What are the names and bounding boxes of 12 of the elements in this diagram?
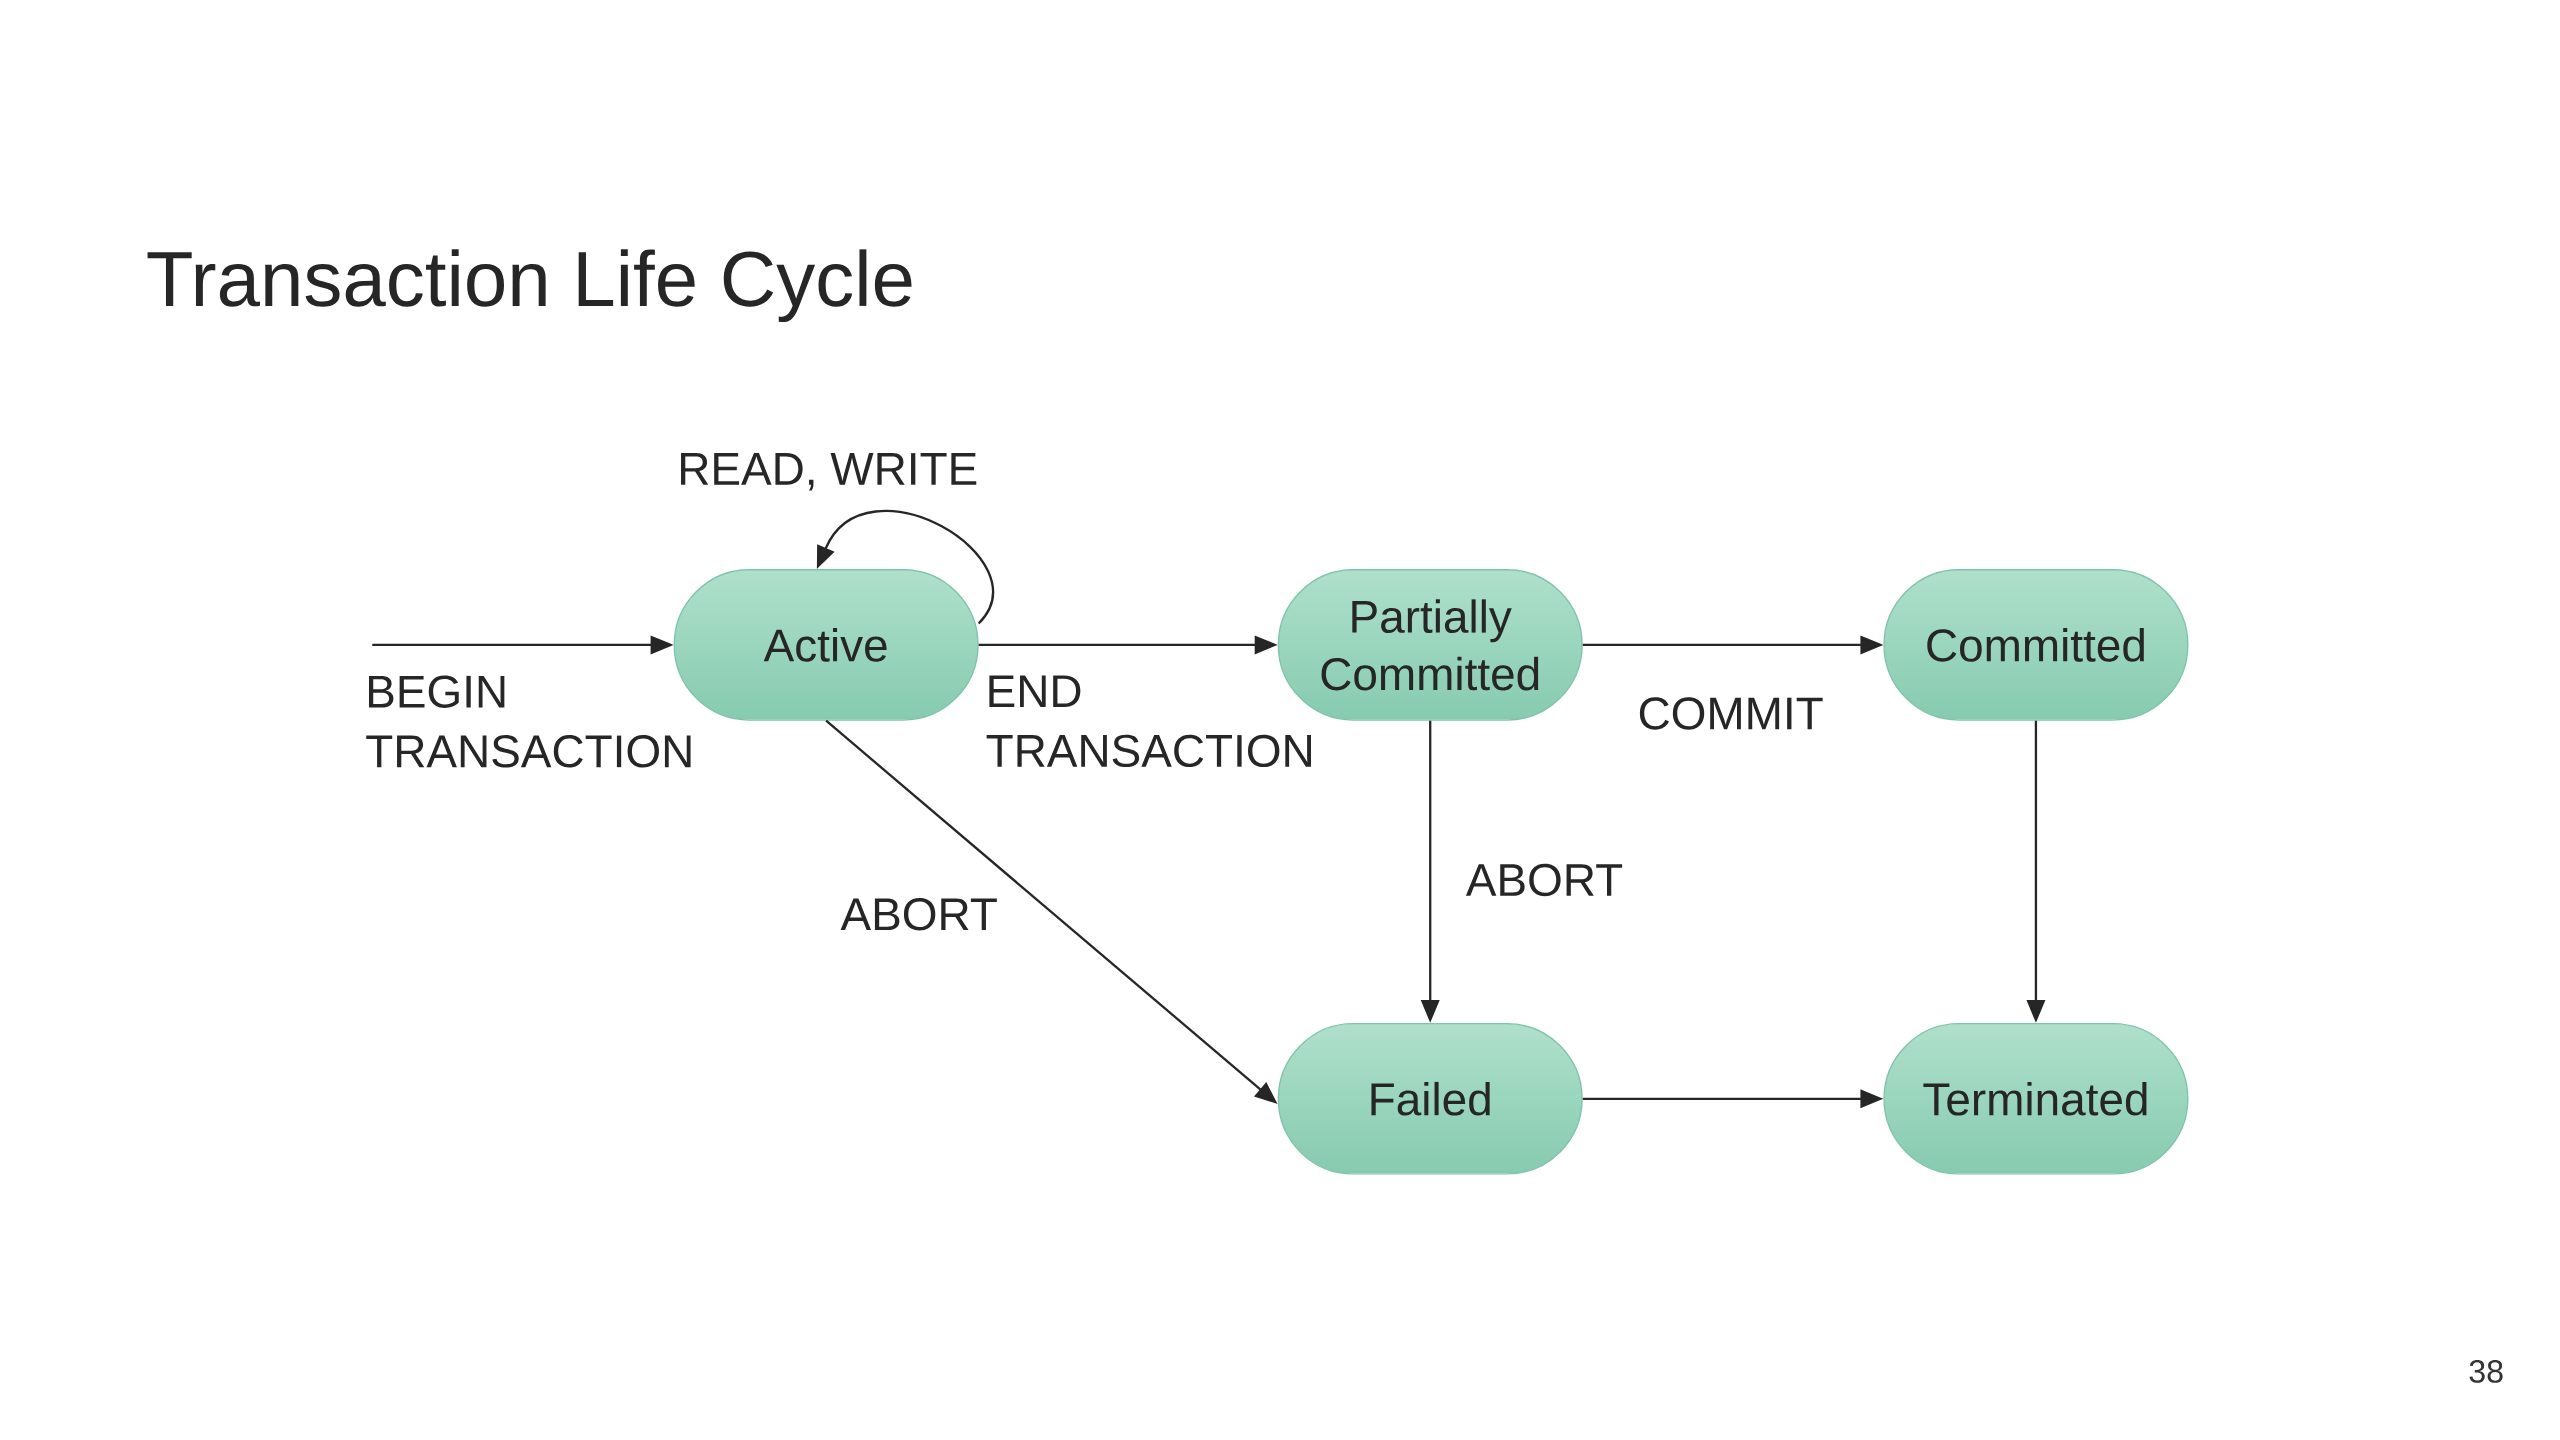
state-box: Failed [1277,1022,1583,1175]
edge-label: READ, WRITE [674,450,981,493]
edge-label: COMMIT [1635,694,1826,732]
state-box: Committed [1883,569,2189,721]
edge-label: ABORT [1463,861,1626,899]
page-number: 38 [2469,1360,2503,1383]
state-box: Partially Committed [1277,569,1583,721]
slide-title: Transaction Life Cycle [147,249,912,323]
edge-label: ABORT [838,895,1001,933]
state-box: Active [673,569,979,721]
arrow [816,510,994,625]
state-box: Terminated [1883,1022,2189,1175]
